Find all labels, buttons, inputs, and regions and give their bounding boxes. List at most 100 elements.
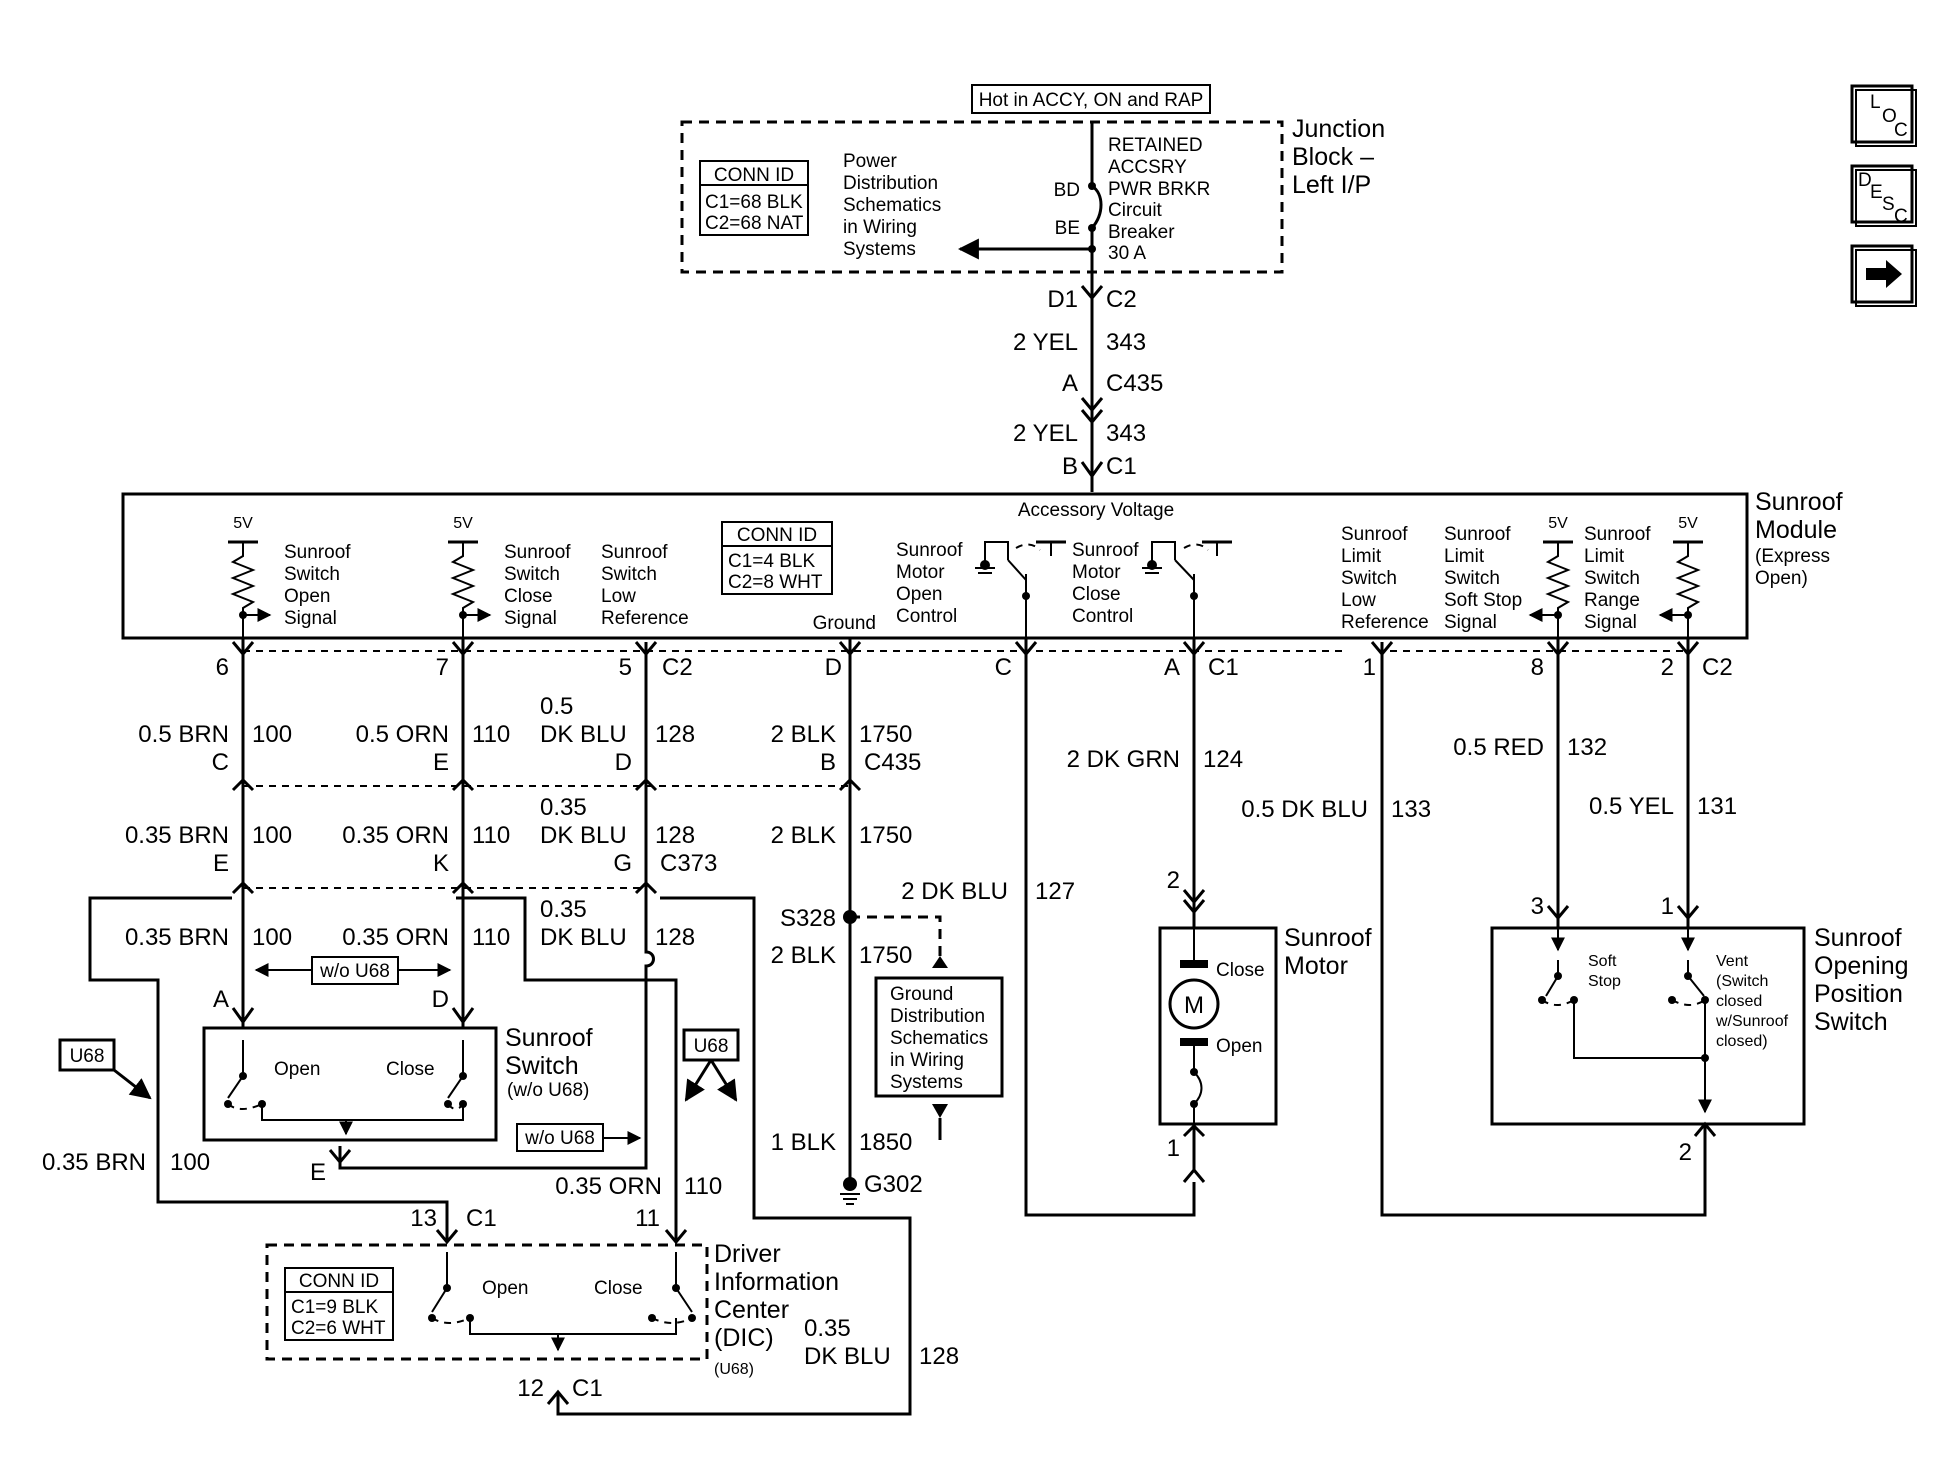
svg-text:Breaker: Breaker xyxy=(1108,222,1175,243)
svg-text:B: B xyxy=(1062,453,1078,480)
svg-text:128: 128 xyxy=(655,822,695,849)
location-button[interactable]: L O C xyxy=(1850,84,1917,147)
svg-text:100: 100 xyxy=(252,924,292,951)
svg-text:2 BLK: 2 BLK xyxy=(771,721,836,748)
svg-text:132: 132 xyxy=(1567,734,1607,761)
svg-text:Sunroof: Sunroof xyxy=(1755,488,1843,516)
svg-text:343: 343 xyxy=(1106,420,1146,447)
svg-text:ACCSRY: ACCSRY xyxy=(1108,157,1187,178)
svg-text:C1=9 BLK: C1=9 BLK xyxy=(291,1297,378,1318)
svg-text:0.35: 0.35 xyxy=(540,896,587,923)
svg-text:K: K xyxy=(433,850,449,877)
svg-text:Module: Module xyxy=(1755,516,1837,544)
svg-text:Left I/P: Left I/P xyxy=(1292,171,1371,199)
pullup-softstop-signal: 5V xyxy=(1528,515,1573,638)
svg-text:0.5 ORN: 0.5 ORN xyxy=(356,721,449,748)
wire-100 xyxy=(231,638,255,1028)
svg-text:in Wiring: in Wiring xyxy=(890,1050,964,1071)
svg-text:Switch: Switch xyxy=(505,1052,579,1080)
svg-text:C: C xyxy=(212,749,229,776)
svg-text:1: 1 xyxy=(1167,1135,1180,1162)
module-conn-id-box: CONN ID C1=4 BLK C2=8 WHT xyxy=(721,521,833,595)
svg-text:Distribution: Distribution xyxy=(890,1006,985,1027)
svg-text:CONN ID: CONN ID xyxy=(299,1271,379,1292)
svg-text:100: 100 xyxy=(252,721,292,748)
svg-text:2: 2 xyxy=(1167,867,1180,894)
svg-text:Control: Control xyxy=(1072,606,1133,627)
svg-text:5: 5 xyxy=(619,654,632,681)
svg-text:128: 128 xyxy=(655,924,695,951)
next-arrow-button[interactable] xyxy=(1850,244,1917,307)
svg-text:C1: C1 xyxy=(1208,654,1239,681)
svg-text:Motor: Motor xyxy=(896,562,945,583)
svg-text:Center: Center xyxy=(714,1296,789,1324)
svg-text:U68: U68 xyxy=(70,1046,105,1067)
sunroof-module: Sunroof Module (Express Open) Accessory … xyxy=(121,488,1843,640)
svg-text:Information: Information xyxy=(714,1268,839,1296)
sunroof-module-title: Sunroof Module (Express Open) xyxy=(1755,488,1843,589)
pin-bd: BD xyxy=(1054,180,1080,201)
svg-text:Close: Close xyxy=(594,1278,643,1299)
svg-text:124: 124 xyxy=(1203,746,1243,773)
svg-text:Switch: Switch xyxy=(284,564,340,585)
svg-text:PWR BRKR: PWR BRKR xyxy=(1108,179,1210,200)
svg-text:Soft Stop: Soft Stop xyxy=(1444,590,1522,611)
wire-labels-lower: 0.35 BRN 100 0.35 ORN 110 0.35 DK BLU 12… xyxy=(125,878,1075,1198)
svg-text:DK BLU: DK BLU xyxy=(540,924,627,951)
svg-text:D: D xyxy=(825,654,842,681)
breaker-label: RETAINED ACCSRY PWR BRKR Circuit Breaker… xyxy=(1108,135,1210,264)
svg-text:Close: Close xyxy=(1072,584,1121,605)
wire-labels-middle: 0.35 BRN 100 E 0.35 ORN 110 K 0.35 DK BL… xyxy=(125,794,912,877)
svg-text:2: 2 xyxy=(1679,1139,1692,1166)
svg-text:Hot in ACCY, ON and RAP: Hot in ACCY, ON and RAP xyxy=(979,90,1204,111)
wire-110 xyxy=(451,638,475,1028)
svg-text:(DIC): (DIC) xyxy=(714,1324,774,1352)
motor-open-control: Sunroof Motor Open Control xyxy=(896,540,1066,638)
description-button[interactable]: D E S C xyxy=(1850,164,1917,227)
svg-text:U68: U68 xyxy=(694,1036,729,1057)
svg-text:Block –: Block – xyxy=(1292,143,1374,171)
svg-text:w/Sunroof: w/Sunroof xyxy=(1715,1013,1789,1030)
arrow-right-icon xyxy=(1866,260,1902,288)
svg-text:Limit: Limit xyxy=(1341,546,1382,567)
svg-text:E: E xyxy=(433,749,449,776)
svg-text:L: L xyxy=(1870,92,1881,113)
svg-text:A: A xyxy=(1164,654,1180,681)
svg-text:Open: Open xyxy=(896,584,942,605)
sunroof-switch: w/o U68 A D Sunroof Switch (w/o U68) Ope… xyxy=(58,956,740,1186)
svg-text:11: 11 xyxy=(635,1205,660,1232)
svg-text:1: 1 xyxy=(1363,654,1376,681)
wo-u68-label-2: w/o U68 xyxy=(516,1123,642,1152)
svg-text:closed: closed xyxy=(1716,993,1762,1010)
svg-text:E: E xyxy=(1870,182,1883,203)
svg-text:Sunroof: Sunroof xyxy=(505,1024,593,1052)
svg-text:Reference: Reference xyxy=(601,608,689,629)
svg-text:Switch: Switch xyxy=(504,564,560,585)
svg-text:Sunroof: Sunroof xyxy=(896,540,963,561)
module-connector-row: 6 7 5 C2 D C A C1 1 8 2 C2 xyxy=(216,650,1733,681)
svg-text:0.35: 0.35 xyxy=(804,1315,851,1342)
svg-text:0.35 BRN: 0.35 BRN xyxy=(125,924,229,951)
svg-text:0.35 BRN: 0.35 BRN xyxy=(42,1149,146,1176)
svg-text:7: 7 xyxy=(436,654,449,681)
svg-text:1: 1 xyxy=(1661,893,1674,920)
svg-text:Control: Control xyxy=(896,606,957,627)
svg-text:Ground: Ground xyxy=(890,984,953,1005)
svg-text:C2: C2 xyxy=(1702,654,1733,681)
svg-text:0.5 BRN: 0.5 BRN xyxy=(138,721,229,748)
svg-text:1 BLK: 1 BLK xyxy=(771,1129,836,1156)
dic-conn-id-box: CONN ID C1=9 BLK C2=6 WHT xyxy=(284,1267,394,1341)
svg-text:1750: 1750 xyxy=(859,822,912,849)
driver-information-center: 13 C1 11 Driver Information Center (DIC)… xyxy=(265,1205,839,1402)
svg-text:G: G xyxy=(613,850,632,877)
junction-block: Junction Block – Left I/P CONN ID C1=68 … xyxy=(680,115,1385,274)
svg-text:0.35 BRN: 0.35 BRN xyxy=(125,822,229,849)
svg-text:2 BLK: 2 BLK xyxy=(771,942,836,969)
svg-text:Vent: Vent xyxy=(1716,953,1749,970)
svg-text:Switch: Switch xyxy=(1584,568,1640,589)
svg-text:Reference: Reference xyxy=(1341,612,1429,633)
wire-124 xyxy=(1182,638,1206,928)
wo-u68-arrow-label: w/o U68 xyxy=(254,956,452,985)
svg-text:D: D xyxy=(615,749,632,776)
